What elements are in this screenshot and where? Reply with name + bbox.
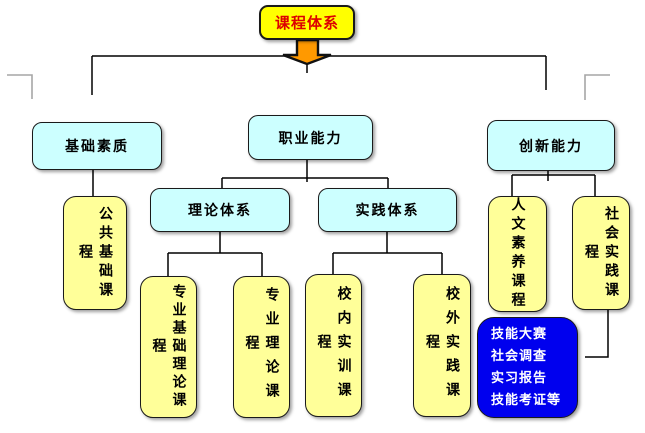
node-theory-system: 理论体系	[150, 188, 290, 232]
node-public-basic-courses-label: 公共基础课程	[77, 205, 113, 301]
node-innovation-ability: 创新能力	[487, 120, 615, 171]
node-activities: 技能大赛 社会调查 实习报告 技能考证等	[477, 317, 578, 418]
bracket-top-right	[584, 74, 610, 100]
activity-skill-competition: 技能大赛	[491, 326, 548, 342]
node-social-practice-courses-label: 社会实践课程	[583, 205, 619, 301]
node-public-basic-courses: 公共基础课程	[63, 196, 127, 310]
activity-social-survey: 社会调查	[491, 348, 548, 364]
node-off-campus-practice-courses-label: 校外实践课程	[424, 285, 460, 406]
node-basic-quality-label: 基础素质	[65, 139, 129, 155]
bracket-top-left	[7, 74, 33, 99]
node-off-campus-practice-courses: 校外实践课程	[413, 274, 471, 417]
node-basic-quality: 基础素质	[32, 122, 162, 170]
node-innovation-ability-label: 创新能力	[519, 138, 583, 155]
node-practice-system: 实践体系	[318, 188, 457, 232]
node-social-practice-courses: 社会实践课程	[572, 196, 630, 310]
node-practice-system-label: 实践体系	[355, 203, 420, 219]
node-on-campus-training-courses: 校内实训课程	[305, 274, 362, 417]
node-curriculum-system-label: 课程体系	[274, 14, 339, 32]
node-major-theory-courses: 专业理论课程	[233, 276, 290, 418]
node-humanities-courses: 人文素养课程	[488, 196, 547, 312]
down-arrow-icon	[282, 38, 332, 66]
node-major-basic-theory-courses-label: 专业基础理论课程	[150, 284, 187, 410]
node-humanities-courses-label: 人文素养课程	[509, 197, 526, 311]
activity-skill-certification: 技能考证等	[491, 392, 562, 408]
node-theory-system-label: 理论体系	[188, 203, 252, 219]
activity-internship-report: 实习报告	[491, 370, 548, 386]
node-major-theory-courses-label: 专业理论课程	[243, 287, 280, 407]
node-curriculum-system: 课程体系	[259, 5, 355, 40]
node-major-basic-theory-courses: 专业基础理论课程	[140, 276, 197, 418]
node-on-campus-training-courses-label: 校内实训课程	[315, 285, 352, 406]
node-vocational-ability: 职业能力	[248, 115, 373, 160]
node-vocational-ability-label: 职业能力	[278, 130, 343, 147]
